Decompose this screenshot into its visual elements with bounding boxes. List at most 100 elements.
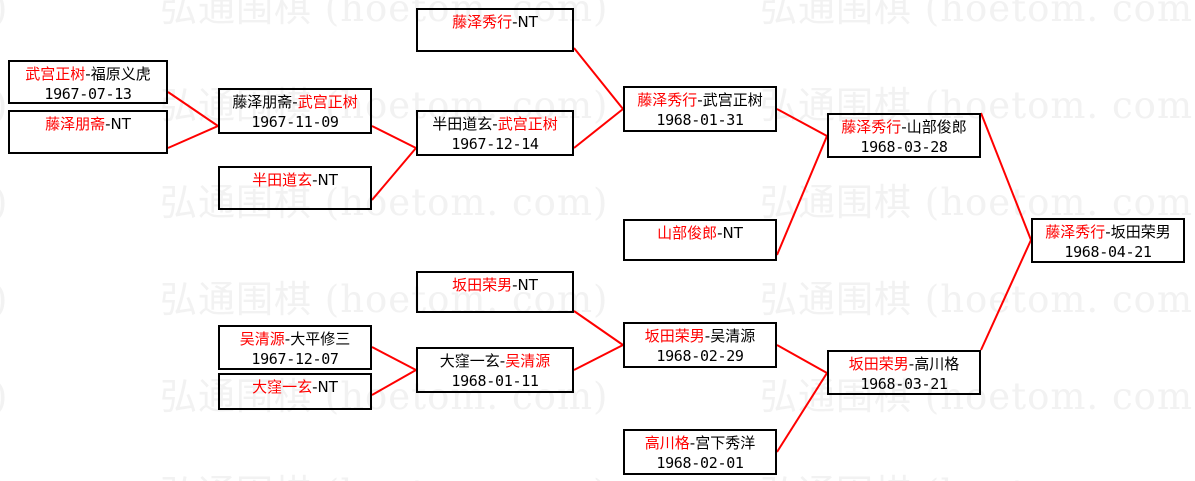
winner-name: 藤泽朋斋 [45, 115, 106, 133]
match-players: 高川格-宫下秀洋 [625, 434, 775, 454]
watermark-text: 弘通围棋 (hoetom. com) [760, 278, 1195, 321]
match-players: 山部俊郎-NT [625, 224, 775, 244]
name-separator: - [704, 327, 711, 345]
winner-name: 吴清源 [239, 330, 285, 348]
match-players: 藤泽朋斋-NT [10, 115, 166, 135]
name-separator: - [85, 65, 91, 83]
connector-b2m1-b3m1 [573, 344, 624, 371]
watermark-text: 弘通围棋 (hoetom. com) [160, 475, 608, 481]
name-separator: - [492, 115, 498, 133]
connector-r1m1-r2m1 [167, 91, 219, 127]
match-box-b1-m3[interactable]: 大窪一玄-NT [218, 373, 372, 410]
connector-r1m3-r2m2 [371, 147, 417, 201]
loser-name: NT [317, 378, 338, 396]
loser-name: 山部俊郎 [906, 118, 967, 136]
name-separator: - [1105, 223, 1111, 241]
match-box-r3-m1[interactable]: 藤泽秀行-武宫正树 1968-01-31 [623, 86, 777, 132]
match-box-r1-m1[interactable]: 武宫正树-福原义虎 1967-07-13 [8, 60, 168, 104]
loser-name: 吴清源 [710, 327, 756, 345]
connector-r1m4-r3m1 [573, 47, 624, 110]
match-box-r1-m3[interactable]: 半田道玄-NT [218, 166, 372, 210]
match-players: 坂田荣男-高川格 [829, 355, 979, 375]
match-date: 1968-04-21 [1064, 242, 1152, 261]
match-players: 坂田荣男-NT [418, 276, 572, 296]
loser-name: 福原义虎 [90, 65, 151, 83]
loser-name: 高川格 [914, 355, 960, 373]
name-separator: - [499, 352, 506, 370]
connector-r1m5-r4m1 [776, 135, 828, 256]
name-separator: - [312, 171, 318, 189]
match-date: 1968-03-28 [860, 137, 948, 156]
loser-name: 大窪一玄 [439, 352, 500, 370]
match-box-b3-m2[interactable]: 高川格-宫下秀洋 1968-02-01 [623, 429, 777, 475]
name-separator: - [312, 378, 318, 396]
name-separator: - [689, 434, 696, 452]
winner-name: 坂田荣男 [452, 276, 513, 294]
match-box-b4-m1[interactable]: 坂田荣男-高川格 1968-03-21 [827, 350, 981, 395]
loser-name: NT [517, 13, 538, 31]
name-separator: - [284, 330, 291, 348]
name-separator: - [512, 13, 518, 31]
match-box-r4-m1[interactable]: 藤泽秀行-山部俊郎 1968-03-28 [827, 113, 981, 158]
match-date: 1967-11-09 [251, 112, 339, 131]
name-separator: - [717, 224, 723, 242]
loser-name: 藤泽朋斋 [232, 93, 293, 111]
match-box-b2-m1[interactable]: 大窪一玄-吴清源 1968-01-11 [416, 347, 574, 393]
loser-name: NT [722, 224, 743, 242]
loser-name: 宫下秀洋 [695, 434, 756, 452]
match-players: 藤泽秀行-武宫正树 [625, 91, 775, 111]
name-separator: - [512, 276, 518, 294]
connector-b3m1-b4m1 [776, 344, 828, 374]
loser-name: 大平修三 [290, 330, 351, 348]
connector-r1m2-r2m1 [167, 125, 219, 149]
match-date: 1968-02-01 [656, 453, 744, 472]
match-box-b1-m2[interactable]: 吴清源-大平修三 1967-12-07 [218, 325, 372, 370]
match-players: 武宫正树-福原义虎 [10, 65, 166, 85]
watermark-text: 弘通围棋 (hoetom. com) [0, 184, 8, 221]
name-separator: - [697, 91, 703, 109]
loser-name: 武宫正树 [702, 91, 763, 109]
match-date: 1968-01-11 [451, 371, 539, 390]
winner-name: 武宫正树 [497, 115, 558, 133]
loser-name: NT [110, 115, 131, 133]
match-box-b1-m1[interactable]: 坂田荣男-NT [416, 271, 574, 313]
match-date: 1967-12-14 [451, 134, 539, 153]
name-separator: - [901, 118, 907, 136]
match-players: 藤泽朋斋-武宫正树 [220, 93, 370, 113]
match-players: 藤泽秀行-NT [418, 13, 572, 33]
connector-b1m1-b3m1 [573, 310, 624, 346]
match-players: 藤泽秀行-山部俊郎 [829, 118, 979, 138]
loser-name: 坂田荣男 [1110, 223, 1171, 241]
match-box-final[interactable]: 藤泽秀行-坂田荣男 1968-04-21 [1031, 218, 1185, 263]
connector-r3m1-r4m1 [776, 108, 828, 137]
match-box-r1-m2[interactable]: 藤泽朋斋-NT [8, 110, 168, 154]
connector-r2m2-r3m1 [573, 108, 624, 149]
watermark-text: 弘通围棋 (hoetom. com) [760, 181, 1195, 224]
winner-name: 藤泽秀行 [1045, 223, 1106, 241]
connector-b1m3-b2m1 [371, 369, 417, 396]
match-box-r1-m4[interactable]: 藤泽秀行-NT [416, 8, 574, 52]
match-box-r2-m1[interactable]: 藤泽朋斋-武宫正树 1967-11-09 [218, 88, 372, 134]
winner-name: 半田道玄 [252, 171, 313, 189]
watermark-text: 弘通围棋 (hoetom. com) [760, 475, 1195, 481]
winner-name: 藤泽秀行 [841, 118, 902, 136]
winner-name: 藤泽秀行 [452, 13, 513, 31]
match-date: 1967-07-13 [44, 84, 132, 103]
match-box-b3-m1[interactable]: 坂田荣男-吴清源 1968-02-29 [623, 322, 777, 368]
winner-name: 坂田荣男 [644, 327, 705, 345]
winner-name: 坂田荣男 [848, 355, 909, 373]
match-players: 坂田荣男-吴清源 [625, 327, 775, 347]
winner-name: 藤泽秀行 [637, 91, 698, 109]
match-players: 大窪一玄-吴清源 [418, 352, 572, 372]
match-players: 吴清源-大平修三 [220, 330, 370, 350]
match-box-r2-m2[interactable]: 半田道玄-武宫正树 1967-12-14 [416, 110, 574, 156]
match-box-r1-m5[interactable]: 山部俊郎-NT [623, 219, 777, 261]
match-players: 大窪一玄-NT [220, 378, 370, 398]
winner-name: 高川格 [644, 434, 690, 452]
watermark-text: 弘通围棋 (hoetom. com) [0, 281, 8, 318]
match-players: 藤泽秀行-坂田荣男 [1033, 223, 1183, 243]
loser-name: NT [517, 276, 538, 294]
